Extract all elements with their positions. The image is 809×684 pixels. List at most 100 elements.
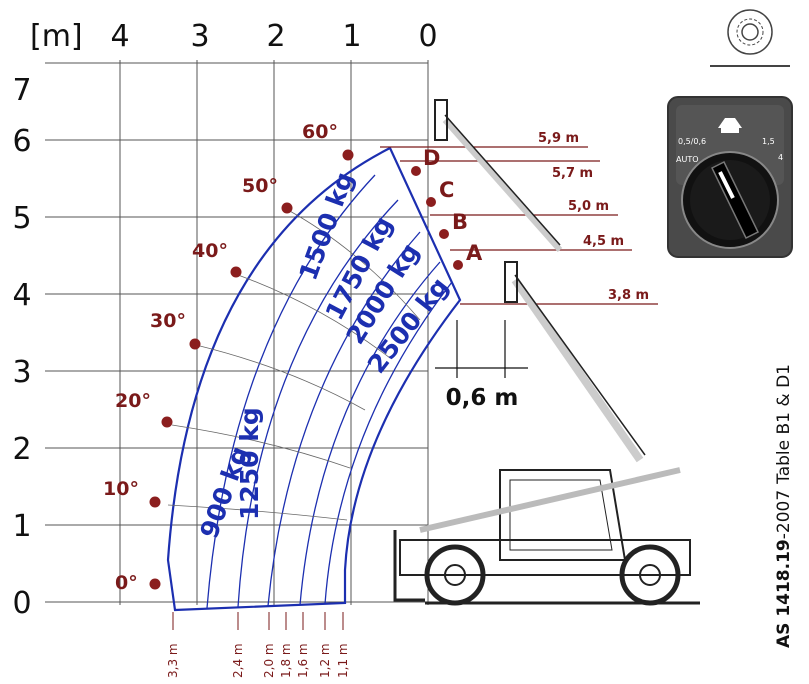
zone-boundary-2 <box>237 199 399 608</box>
angle-point-40 <box>230 266 242 278</box>
boom-point-a <box>453 260 463 270</box>
knob-pointer <box>718 171 735 199</box>
angle-guide-50 <box>287 209 421 321</box>
y-tick-2: 2 <box>12 432 31 467</box>
knob-pos-4: 4 <box>778 153 783 162</box>
y-tick-1: 1 <box>12 509 31 544</box>
knob-pos-15: 1,5 <box>762 137 775 146</box>
angle-label-10: 10° <box>103 478 139 500</box>
standard-caption: AS 1418.19-2007 Table B1 & D1 <box>774 364 794 648</box>
standard-code: AS 1418.19 <box>774 539 794 648</box>
front-wheel <box>424 544 486 606</box>
height-label-57: 5,7 m <box>552 166 593 181</box>
angle-guide-10 <box>167 504 348 521</box>
selector-icon <box>727 9 773 55</box>
offset-dimension <box>435 320 528 378</box>
reach-label-11: 1,1 m <box>336 643 350 678</box>
front-wheel-hub <box>444 564 466 586</box>
boom-point-b <box>439 229 449 239</box>
boom-point-c <box>426 197 436 207</box>
angle-label-50: 50° <box>242 175 278 197</box>
reach-label-20: 2,0 m <box>262 643 276 678</box>
boom-raised <box>442 118 563 252</box>
angle-point-20 <box>161 416 173 428</box>
knob-pos-05: 0,5/0,6 <box>678 137 706 146</box>
angle-guide-20 <box>171 424 351 469</box>
selector-icon-inner <box>741 23 759 41</box>
zone-boundary-4 <box>299 261 441 606</box>
x-tick-2: 2 <box>266 19 285 54</box>
height-label-50: 5,0 m <box>568 199 609 214</box>
boom-mid-edge <box>514 274 646 456</box>
reach-ticks <box>172 612 344 630</box>
angle-guides <box>167 209 421 521</box>
fork-carriage-mid <box>504 261 518 303</box>
boom-lowered <box>419 467 681 533</box>
boom-points <box>411 166 463 270</box>
angle-label-60: 60° <box>302 121 338 143</box>
forks-lowered <box>393 530 425 602</box>
zone-boundary-5 <box>324 281 453 605</box>
angle-point-0 <box>149 578 161 590</box>
angle-label-0: 0° <box>115 572 138 594</box>
point-label-c: C <box>439 178 454 202</box>
angle-label-40: 40° <box>192 240 228 262</box>
reach-label-24: 2,4 m <box>231 643 245 678</box>
mode-selector-knob: 0,5/0,6 1,5 4 AUTO <box>667 96 793 258</box>
rear-wheel-hub <box>639 564 661 586</box>
x-tick-1: 1 <box>342 19 361 54</box>
x-unit-label: [m] <box>30 19 83 54</box>
offset-label: 0,6 m <box>446 385 519 411</box>
knob-pos-auto: AUTO <box>676 155 699 164</box>
reach-label-16: 1,6 m <box>296 643 310 678</box>
selector-icon-outer <box>727 9 773 55</box>
y-tick-6: 6 <box>12 124 31 159</box>
standard-year: -2007 <box>774 490 794 539</box>
zone-boundary-1 <box>206 174 376 609</box>
height-label-45: 4,5 m <box>583 234 624 249</box>
envelope-outline <box>166 146 462 612</box>
angle-point-30 <box>189 338 201 350</box>
chassis <box>399 539 691 576</box>
y-tick-4: 4 <box>12 278 31 313</box>
angle-point-10 <box>149 496 161 508</box>
reach-label-18: 1,8 m <box>279 643 293 678</box>
height-lines <box>380 146 658 305</box>
y-tick-7: 7 <box>12 73 31 108</box>
standard-suffix: Table B1 & D1 <box>774 364 794 485</box>
knob-load-icon-base <box>721 128 739 133</box>
point-label-d: D <box>423 146 440 170</box>
y-tick-0: 0 <box>12 586 31 621</box>
reach-label-12: 1,2 m <box>318 643 332 678</box>
x-tick-0: 0 <box>418 19 437 54</box>
grid <box>45 60 429 605</box>
selector-icon-ring <box>736 18 764 46</box>
boom-raised-edge <box>444 114 561 246</box>
telehandler-illustration <box>393 99 700 606</box>
height-label-38: 3,8 m <box>608 288 649 303</box>
angle-points <box>149 149 354 590</box>
angle-label-20: 20° <box>115 390 151 412</box>
angle-label-30: 30° <box>150 310 186 332</box>
y-tick-3: 3 <box>12 355 31 390</box>
angle-guide-30 <box>195 344 366 411</box>
load-envelope <box>166 146 462 612</box>
knob-load-icon <box>718 118 742 128</box>
angle-point-60 <box>342 149 354 161</box>
x-tick-3: 3 <box>190 19 209 54</box>
point-label-b: B <box>452 210 468 234</box>
rear-wheel <box>619 544 681 606</box>
height-label-59: 5,9 m <box>538 131 579 146</box>
y-tick-5: 5 <box>12 201 31 236</box>
cab-window <box>509 479 613 551</box>
reach-label-33: 3,3 m <box>166 643 180 678</box>
fork-carriage-upper <box>434 99 448 141</box>
x-tick-4: 4 <box>110 19 129 54</box>
boom-mid <box>511 277 644 463</box>
boom-point-d <box>411 166 421 176</box>
angle-point-50 <box>281 202 293 214</box>
zone-boundary-3 <box>267 231 421 607</box>
load-label-1250: 1250 kg <box>235 407 264 520</box>
angle-guide-40 <box>237 274 391 359</box>
